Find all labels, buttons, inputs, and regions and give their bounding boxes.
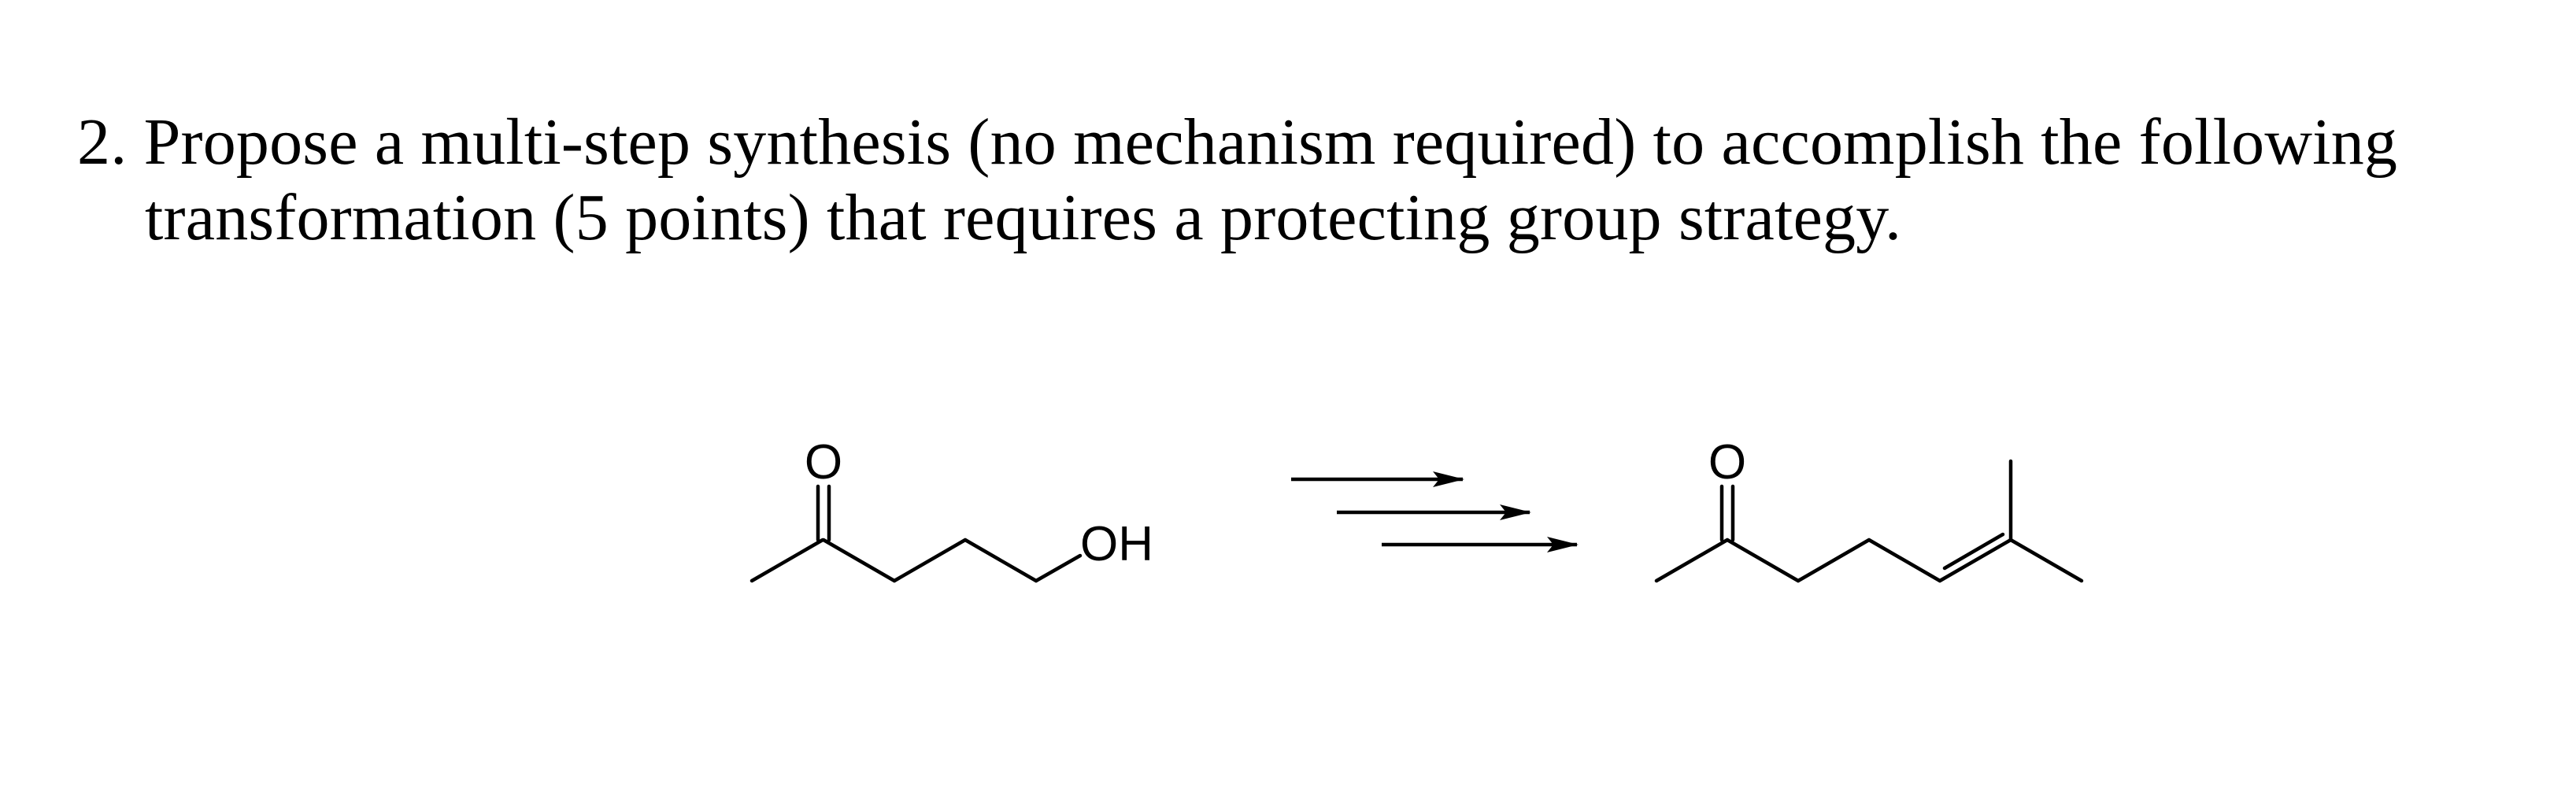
question-line-1-text: Propose a multi-step synthesis (no mecha…: [143, 105, 2398, 179]
reaction-arrows: [1291, 471, 1579, 552]
prod-bond-c4-c5: [1867, 538, 1942, 583]
sm-bond-c3-c4: [892, 538, 968, 583]
sm-hydroxyl-label: OH: [1080, 517, 1153, 571]
sm-oxygen-label: O: [805, 435, 842, 490]
sm-bond-c5-oh: [1034, 553, 1083, 583]
starting-material-structure: [749, 484, 1083, 583]
prod-bond-c3-c4: [1796, 538, 1871, 583]
prod-bond-methyl: [1654, 538, 1730, 583]
product-structure: [1654, 459, 2084, 583]
question-number: 2.: [77, 105, 128, 179]
question-line-1: 2. Propose a multi-step synthesis (no me…: [77, 105, 2533, 180]
prod-bond-c6-methyl-right: [2008, 538, 2084, 583]
prod-bond-c5-c6-double: [1942, 532, 2005, 571]
sm-bond-c2-c3: [821, 538, 897, 583]
prod-oxygen-label: O: [1708, 435, 1746, 490]
sm-bond-methyl: [749, 538, 825, 583]
sm-bond-c4-c5: [963, 538, 1038, 583]
question-text: 2. Propose a multi-step synthesis (no me…: [77, 105, 2533, 256]
prod-bond-c5-c6: [1938, 538, 2013, 583]
prod-bond-c2-c3: [1725, 538, 1801, 583]
question-line-2: transformation (5 points) that requires …: [145, 181, 1902, 254]
